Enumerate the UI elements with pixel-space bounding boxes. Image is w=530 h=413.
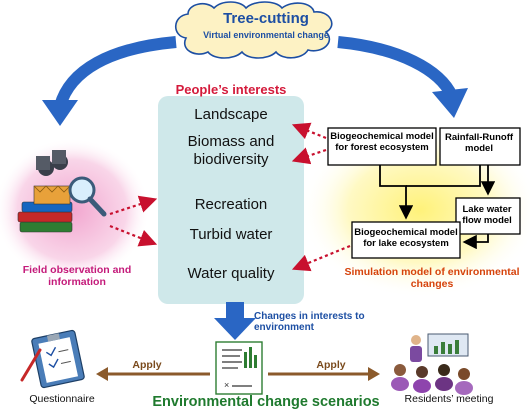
lake-ecosystem-label: Biogeochemical model for lake ecosystem [354,227,458,249]
simulation-caption: Simulation model of environmental change… [344,266,520,290]
arrowhead-cloud-to-field [42,100,78,126]
field-caption: Field observation and information [22,264,132,288]
scenario-document-icon: × [215,341,263,395]
interest-turbid-water: Turbid water [189,226,273,243]
lake-flow-label: Lake water flow model [462,204,512,226]
residents-meeting-label: Residents’ meeting [404,393,494,405]
apply-left-label: Apply [132,359,162,371]
forest-model-box [327,127,437,166]
apply-right-label: Apply [316,359,346,371]
scenarios-title: Environmental change scenarios [152,394,380,410]
interest-biomass: Biomass and biodiversity [187,133,275,168]
down-arrow-shaft [226,302,244,320]
cloud-subtitle: Virtual environmental change [203,30,329,40]
lake-flow-box [455,197,521,235]
arrow-field-to-recreation [109,195,158,216]
field-glow [0,138,150,282]
interests-title: People’s interests [175,82,287,97]
interest-water-quality: Water quality [187,265,275,282]
svg-text:×: × [224,380,229,390]
cloud-title: Tree-cutting [223,10,309,27]
lake-ecosystem-box [351,221,461,259]
interests-panel [158,96,304,304]
arrow-forest-to-biomass [291,147,327,165]
down-arrow-head [214,318,256,340]
changes-caption: Changes in interests to environment [254,311,365,333]
arrowhead-cloud-to-simulation [432,88,468,118]
residents-meeting-icon [391,333,473,395]
connector-rainfall-junction [406,165,481,187]
apply-arrowhead-left [96,367,108,381]
connector-forest-lakeeco [379,165,414,220]
arrow-forest-to-landscape [291,122,327,140]
arrow-cloud-to-field [54,36,177,108]
questionnaire-icon [20,329,85,389]
rainfall-runoff-label: Rainfall-Runoff model [444,132,514,154]
connector-lakeflow-lakeeco [462,234,489,250]
questionnaire-label: Questionnaire [29,393,95,405]
interest-recreation: Recreation [194,196,268,213]
apply-arrowhead-right [368,367,380,381]
arrow-lakeeco-to-waterquality [291,244,351,272]
cloud-shape [174,1,333,59]
interest-landscape: Landscape [194,106,268,123]
arrow-field-to-turbid [109,224,158,247]
arrow-cloud-to-simulation [337,36,458,99]
books-binoculars-icon [17,150,107,233]
forest-model-label: Biogeochemical model for forest ecosyste… [330,131,434,153]
